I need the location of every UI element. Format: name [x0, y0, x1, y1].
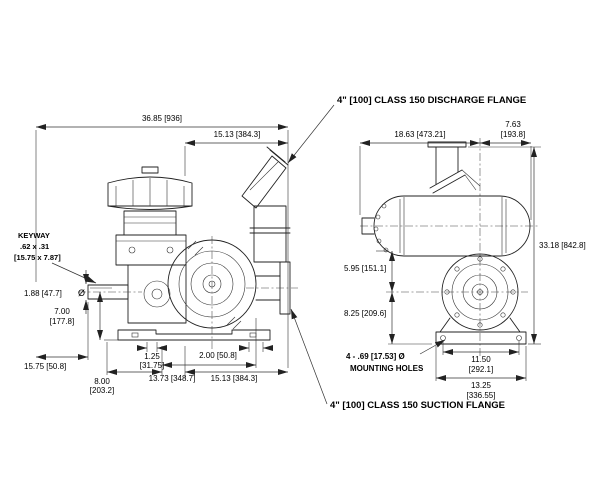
dim-foot-to-center-in: 8.00: [94, 377, 110, 386]
suction-leader: [290, 308, 328, 405]
dim-overall-height: 33.18 [842.8]: [539, 241, 586, 250]
suction-flange-side: [246, 261, 298, 315]
dim-center-to-discharge: 15.13 [384.3]: [214, 130, 261, 139]
discharge-leader: [287, 104, 335, 164]
mounting-holes-spec: 4 - .69 [17.53] Ø: [346, 352, 405, 361]
keyway-size-in: .62 x .31: [20, 242, 49, 251]
gear-housing: [127, 264, 187, 324]
base-side: [117, 329, 271, 341]
discharge-chamber: [249, 205, 291, 263]
dim-base-width-mm: [336.55]: [467, 391, 496, 400]
callout-discharge-flange: 4" [100] CLASS 150 DISCHARGE FLANGE: [337, 95, 526, 106]
dimensions-side: 36.85 [936] 15.13 [384.3] KEYWAY .62 x .…: [14, 114, 289, 395]
mounting-holes-leader: [419, 339, 446, 355]
dim-center-to-base: 8.25 [209.6]: [344, 309, 386, 318]
keyway-leader: [51, 262, 97, 284]
keyway-size-mm: [15.75 x 7.87]: [14, 253, 61, 262]
drive-shaft: [78, 284, 142, 300]
side-bracket: [361, 217, 375, 235]
dim-hole-span-in: 11.50: [471, 355, 491, 364]
discharge-pipe: [427, 141, 481, 194]
cover-bolts: [444, 256, 516, 328]
pump-casing-end: [439, 253, 521, 333]
mounting-hole: [516, 335, 522, 341]
dim-shaft-height-in: 7.00: [54, 307, 70, 316]
dim-foot-to-center-mm: [203.2]: [90, 386, 114, 395]
dim-slot-in: 1.25: [144, 352, 160, 361]
keyway-title: KEYWAY: [18, 231, 50, 240]
flange-callouts: 4" [100] CLASS 150 DISCHARGE FLANGE 4" […: [287, 95, 526, 411]
dim-center-to-chamber: 5.95 [151.1]: [344, 264, 386, 273]
dim-width-left: 18.63 [473.21]: [394, 130, 445, 139]
diameter-symbol: Ø: [78, 288, 85, 298]
dim-width-right-in: 7.63: [505, 120, 521, 129]
mounting-holes-label: MOUNTING HOLES: [350, 364, 424, 373]
dim-center-to-suction-bolt: 13.73 [348.7]: [149, 374, 196, 383]
base-end: [435, 331, 527, 345]
flywheel: [107, 166, 193, 210]
dimensions-end: 18.63 [473.21] 7.63 [193.8] 33.18 [842.8…: [344, 120, 586, 400]
discharge-valve-assembly: [241, 146, 289, 209]
dim-overall-length: 36.85 [936]: [142, 114, 182, 123]
dim-shaft-end: 15.75 [50.8]: [24, 362, 66, 371]
dim-width-right-mm: [193.8]: [501, 130, 525, 139]
dim-suction-offset: 2.00 [50.8]: [199, 351, 237, 360]
dim-base-width-in: 13.25: [471, 381, 492, 390]
dim-shaft-diameter: 1.88 [47.7]: [24, 289, 62, 298]
end-view: [360, 138, 538, 356]
crankcase: [115, 234, 187, 266]
dim-slot-mm: [31.75]: [140, 361, 164, 370]
air-chamber: [361, 195, 531, 257]
dim-shaft-height-mm: [177.8]: [50, 317, 74, 326]
bearing-pedestal: [123, 210, 177, 236]
dim-center-to-suction: 15.13 [384.3]: [211, 374, 258, 383]
section-hatching: [187, 240, 242, 330]
dim-hole-span-mm: [292.1]: [469, 365, 493, 374]
callout-suction-flange: 4" [100] CLASS 150 SUCTION FLANGE: [330, 400, 505, 411]
side-view: [78, 146, 298, 350]
